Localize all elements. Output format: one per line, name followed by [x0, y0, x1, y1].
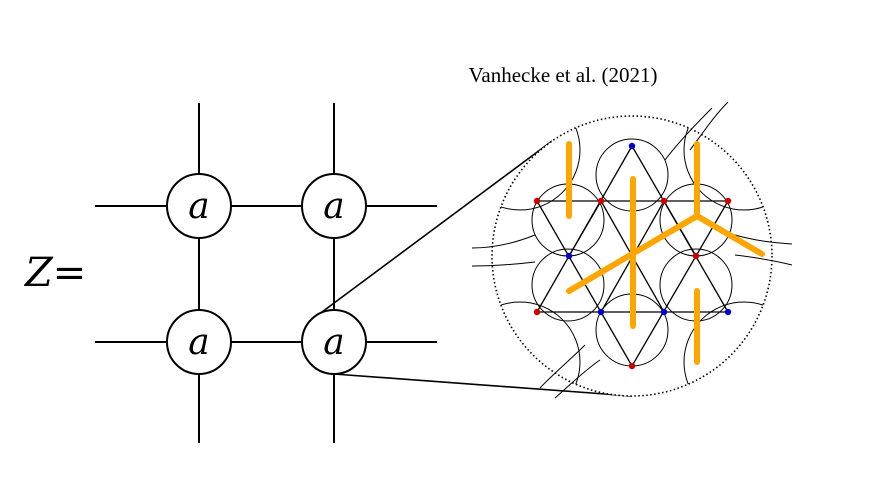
site-dot-red [724, 197, 732, 205]
tensor-node: a [301, 173, 367, 239]
site-dot-red [628, 362, 636, 370]
site-dot-red [692, 252, 700, 260]
tensor-node: a [166, 309, 232, 375]
highlight-strings [566, 141, 765, 365]
site-dot-red [597, 197, 605, 205]
site-dot-blue [660, 308, 668, 316]
tensor-label: a [188, 322, 209, 363]
site-dot-blue [724, 308, 732, 316]
tensor-label: a [323, 186, 344, 227]
tensor-node: a [301, 309, 367, 375]
tensor-label: a [188, 186, 209, 227]
zoom-connectors [321, 140, 633, 397]
tensor-nodes: a a a a [166, 173, 367, 375]
site-dot-red [533, 308, 541, 316]
tensor-network-bonds [95, 103, 437, 443]
citation-text: Vanhecke et al. (2021) [469, 63, 658, 87]
zoom-line-top [321, 140, 553, 313]
lattice-sites [533, 142, 732, 370]
tensor-label: a [323, 322, 344, 363]
zoom-inset [471, 101, 793, 399]
site-dot-red [533, 197, 541, 205]
partition-function-label: Z= [23, 250, 86, 296]
zoom-line-bottom [333, 373, 633, 397]
highlight-segment [566, 213, 700, 294]
site-dot-blue [565, 252, 573, 260]
site-dot-blue [597, 308, 605, 316]
tensor-node: a [166, 173, 232, 239]
site-dot-red [660, 197, 668, 205]
site-dot-blue [628, 142, 636, 150]
highlight-segment [694, 213, 765, 257]
inset-boundary [491, 115, 773, 397]
